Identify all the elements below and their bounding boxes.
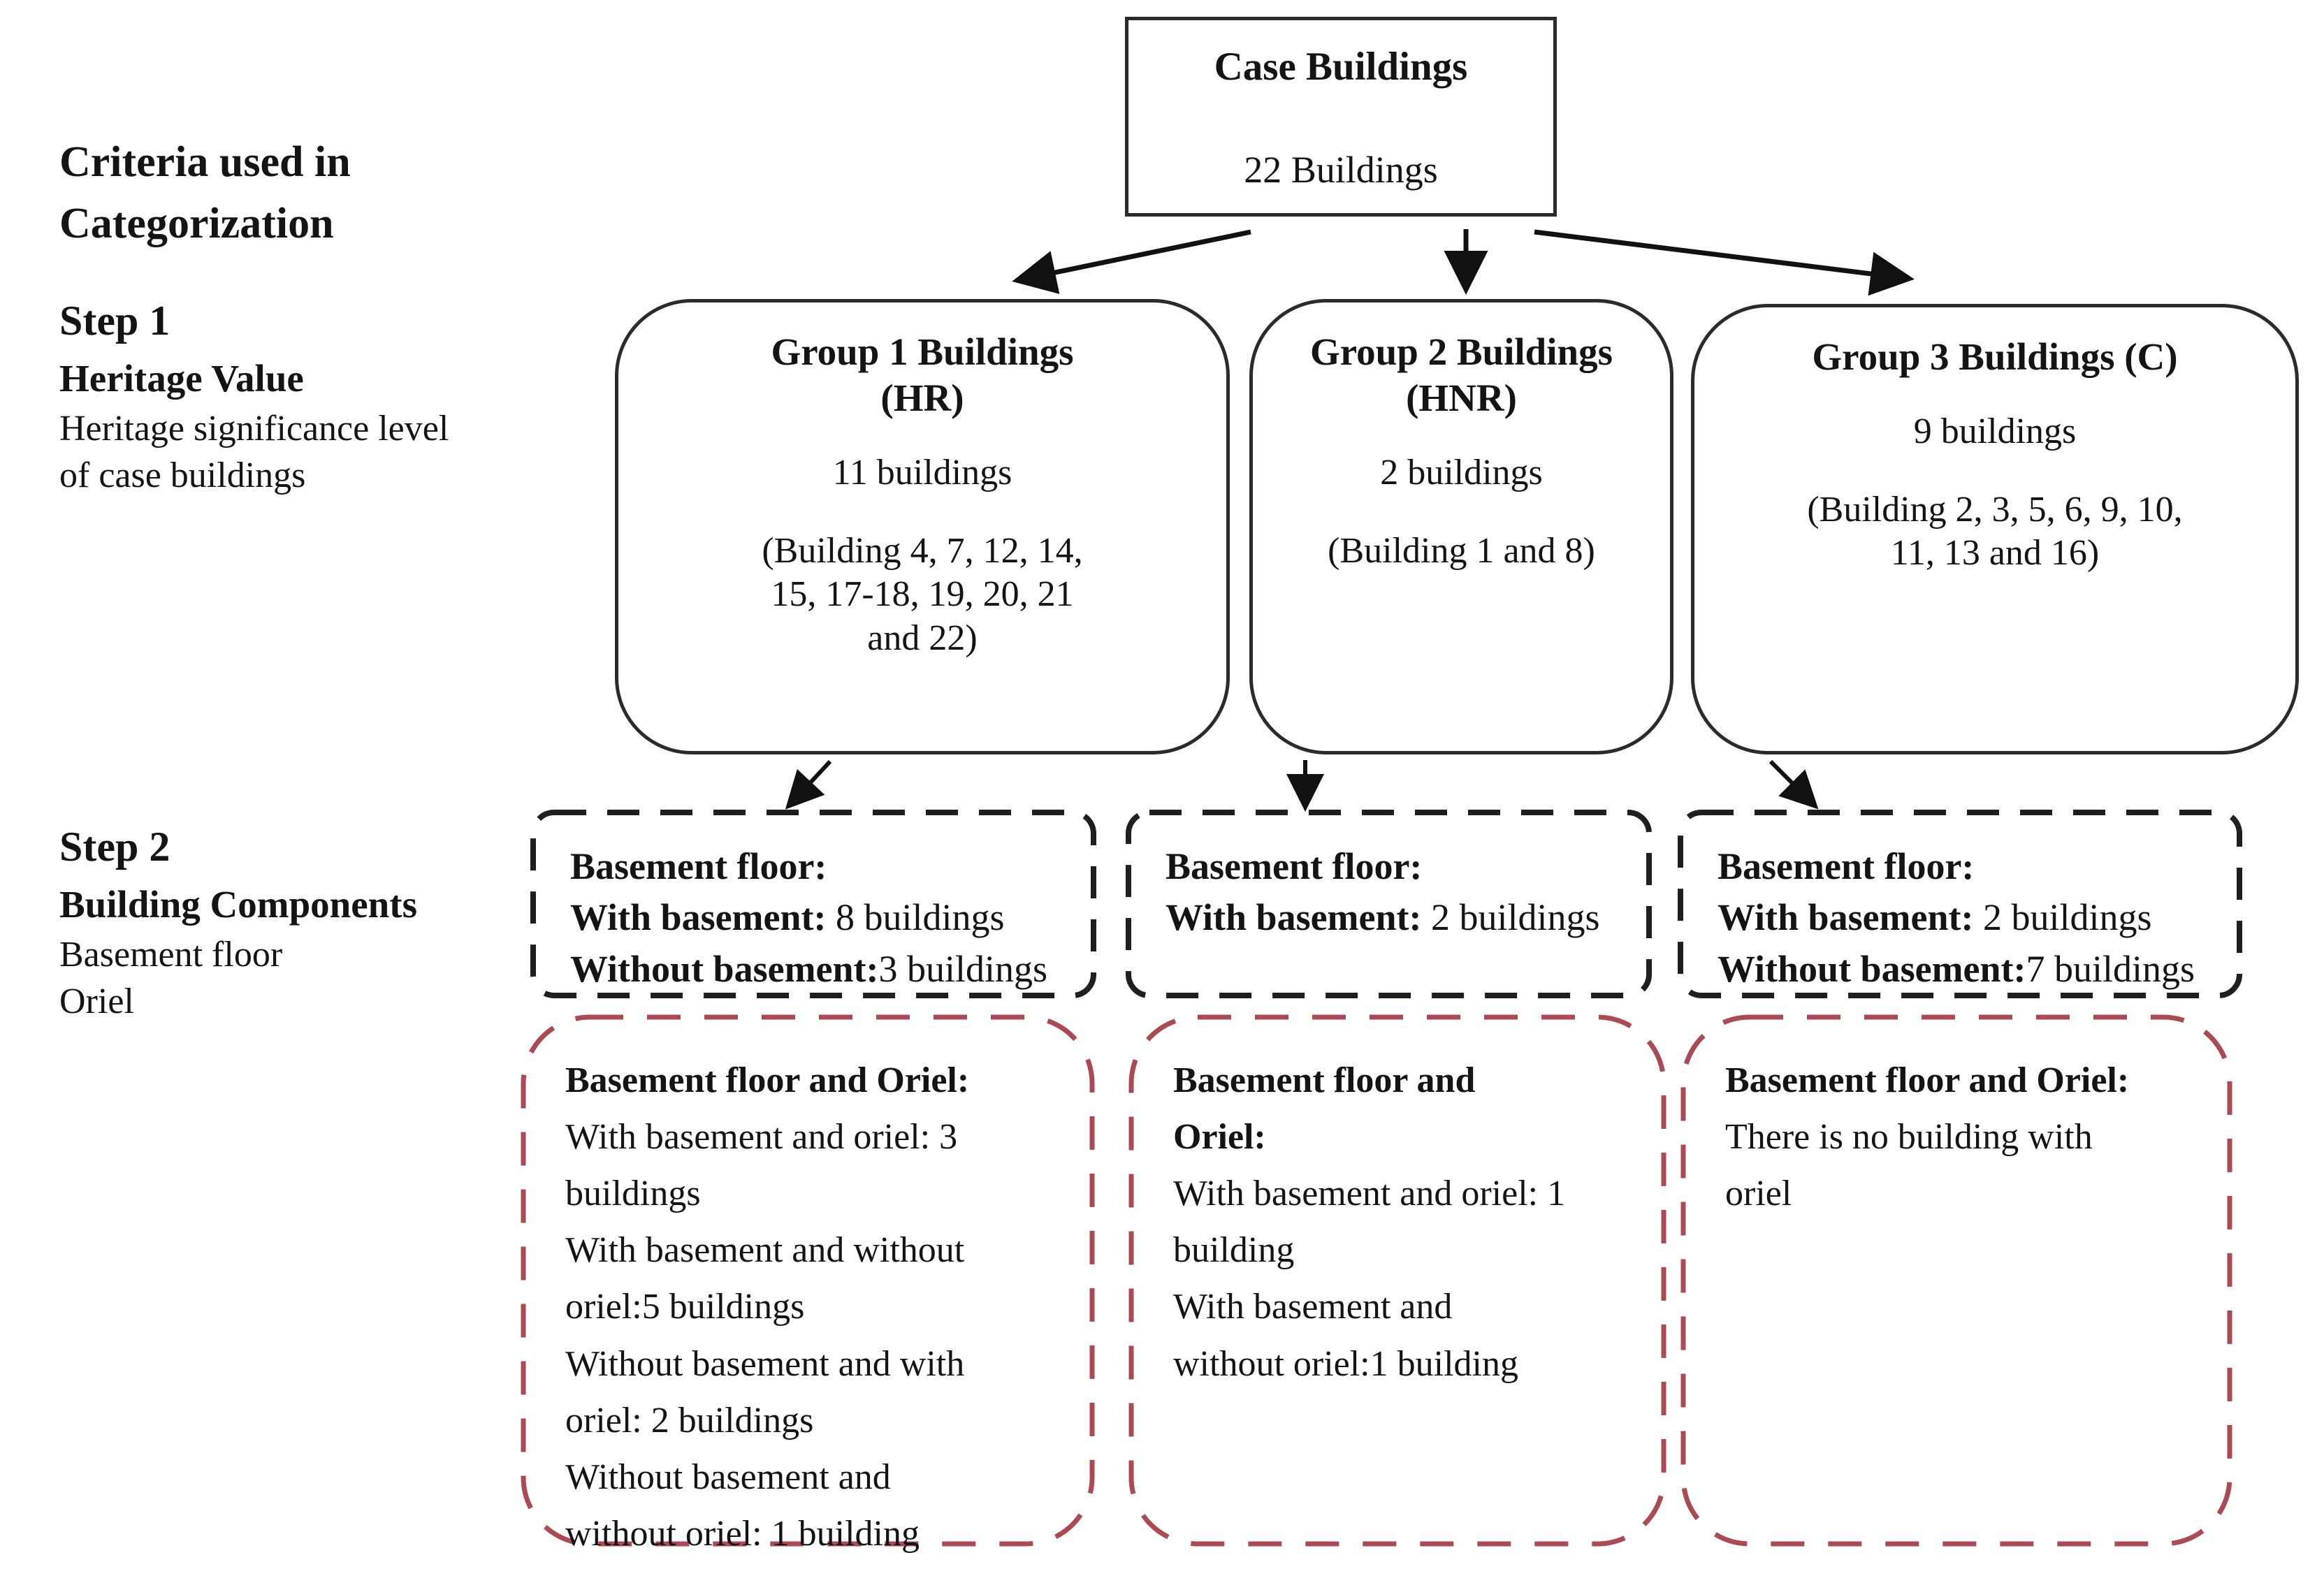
group-3-count: 9 buildings xyxy=(1913,411,2077,451)
row-value: 7 buildings xyxy=(2026,947,2195,990)
group-3-basement-box: Basement floor: With basement: 2 buildin… xyxy=(1677,809,2243,999)
oriel-heading-3: Basement floor and Oriel: xyxy=(1725,1060,2130,1100)
case-buildings-count: 22 Buildings xyxy=(1244,149,1438,191)
arrow-group-1-to-basement xyxy=(785,759,832,810)
group-3-box: Group 3 Buildings (C) 9 buildings (Build… xyxy=(1691,304,2299,754)
basement-row: Without basement:7 buildings xyxy=(1717,944,2229,995)
basement-heading-3: Basement floor: xyxy=(1717,845,1975,887)
row-value: 2 buildings xyxy=(1421,896,1600,939)
row-value: 8 buildings xyxy=(826,896,1005,939)
group-2-title: Group 2 Buildings(HNR) xyxy=(1309,330,1613,419)
case-buildings-title: Case Buildings xyxy=(1214,45,1468,89)
group-1-box: Group 1 Buildings(HR) 11 buildings (Buil… xyxy=(615,299,1230,754)
basement-row: With basement: 2 buildings xyxy=(1165,892,1639,943)
row-label: Without basement: xyxy=(570,947,879,990)
row-value: 3 buildings xyxy=(878,947,1048,990)
arrow-root-to-group-3 xyxy=(1534,229,1915,296)
basement-row: Without basement:3 buildings xyxy=(570,944,1083,995)
group-1-basement-box: Basement floor: With basement: 8 buildin… xyxy=(530,809,1097,999)
arrow-group-3-to-basement xyxy=(1769,759,1819,810)
group-3-oriel-box: Basement floor and Oriel: There is no bu… xyxy=(1680,1014,2232,1547)
group-3-members: (Building 2, 3, 5, 6, 9, 10,11, 13 and 1… xyxy=(1807,490,2183,574)
basement-row: With basement: 8 buildings xyxy=(570,892,1083,943)
arrow-root-to-group-1 xyxy=(1012,229,1251,294)
step-1-label-block: Step 1 Heritage Value Heritage significa… xyxy=(59,297,449,499)
row-label: With basement: xyxy=(1717,896,1974,939)
case-buildings-box: Case Buildings 22 Buildings xyxy=(1125,17,1557,217)
step-2-title: Step 2 xyxy=(59,824,170,870)
step-2-label-block: Step 2 Building Components Basement floo… xyxy=(59,823,417,1025)
step-1-title: Step 1 xyxy=(59,298,170,344)
group-2-members: (Building 1 and 8) xyxy=(1328,531,1595,571)
step-1-subtitle: Heritage Value xyxy=(59,357,304,400)
oriel-heading-1: Basement floor and Oriel: xyxy=(565,1060,970,1100)
group-2-count: 2 buildings xyxy=(1380,453,1543,492)
row-label: Without basement: xyxy=(1717,947,2026,990)
group-2-basement-box: Basement floor: With basement: 2 buildin… xyxy=(1125,809,1653,999)
basement-heading-1: Basement floor: xyxy=(570,845,827,887)
group-1-count: 11 buildings xyxy=(832,453,1012,492)
basement-heading-2: Basement floor: xyxy=(1165,845,1423,887)
row-value: 2 buildings xyxy=(1973,896,2152,939)
group-3-title: Group 3 Buildings (C) xyxy=(1812,335,2178,378)
basement-row: With basement: 2 buildings xyxy=(1717,892,2229,943)
row-label: With basement: xyxy=(570,896,827,939)
group-2-box: Group 2 Buildings(HNR) 2 buildings (Buil… xyxy=(1249,299,1673,754)
step-2-subtitle: Building Components xyxy=(59,883,417,926)
group-1-members: (Building 4, 7, 12, 14,15, 17-18, 19, 20… xyxy=(762,531,1083,658)
row-label: With basement: xyxy=(1165,896,1422,939)
group-1-title: Group 1 Buildings(HR) xyxy=(771,330,1074,419)
group-1-oriel-box: Basement floor and Oriel: With basement … xyxy=(521,1014,1095,1554)
